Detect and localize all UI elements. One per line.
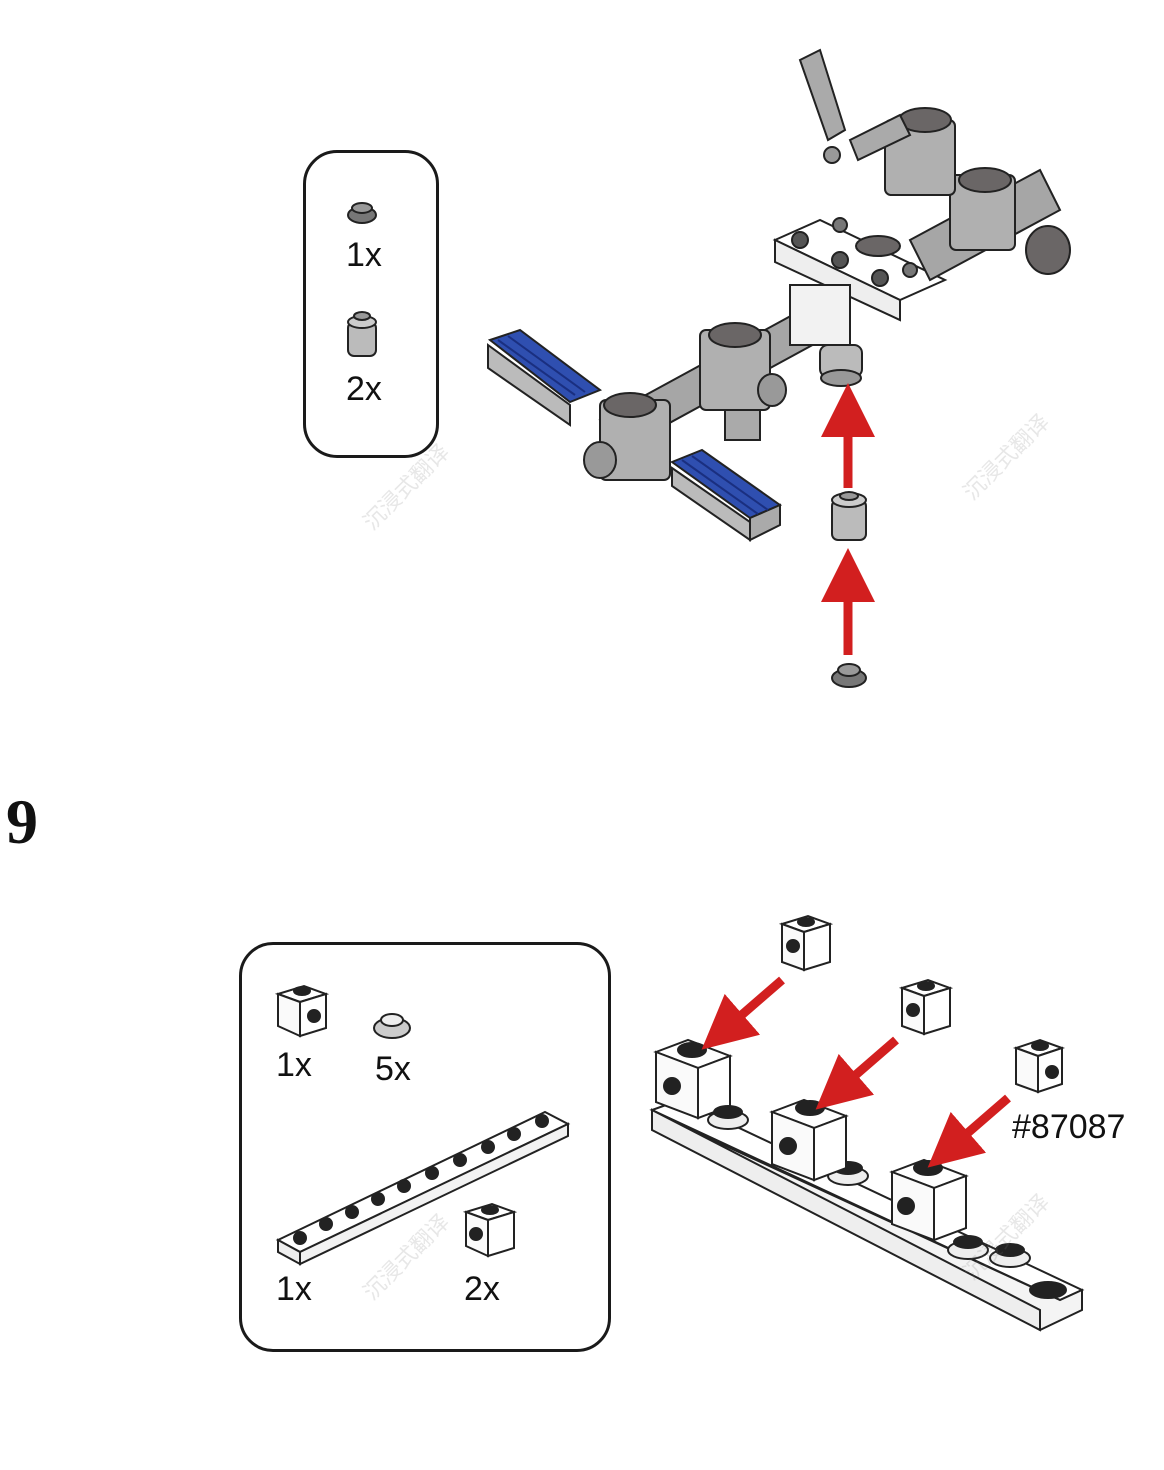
part-qty-bottom-4: 2x <box>464 1270 500 1308</box>
plate-1x10-icon <box>275 1110 571 1266</box>
part-qty-bottom-1: 1x <box>276 1046 312 1084</box>
space-station-model <box>487 48 1071 542</box>
parts-callout-top <box>303 150 439 458</box>
part-qty-bottom-3: 1x <box>276 1270 312 1308</box>
base-plate-assembly <box>649 1038 1085 1332</box>
assembly-arrows-bottom <box>701 976 1011 1168</box>
step-number: 9 <box>6 786 38 857</box>
brick-falling-3-icon <box>1012 1038 1066 1094</box>
brick-side-stud-icon <box>274 984 330 1038</box>
part-qty-top-1: 1x <box>346 236 382 274</box>
part-qty-top-2: 2x <box>346 370 382 408</box>
brick-side-stud-white-icon <box>462 1202 518 1258</box>
round-plate-dark-icon <box>347 202 377 224</box>
round-plate-white-icon <box>373 1013 411 1039</box>
round-brick-light-icon <box>347 311 377 357</box>
part-id-label: #87087 <box>1012 1108 1126 1146</box>
round-brick-falling-icon <box>831 491 867 541</box>
part-qty-bottom-2: 5x <box>375 1050 411 1088</box>
round-plate-falling-icon <box>831 663 867 688</box>
brick-falling-2-icon <box>898 978 954 1036</box>
brick-falling-1-icon <box>778 914 834 972</box>
